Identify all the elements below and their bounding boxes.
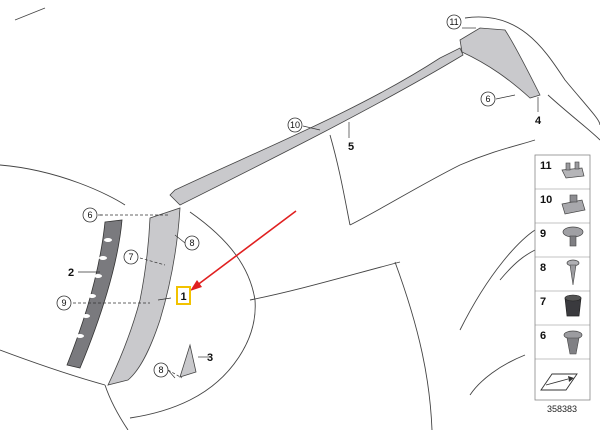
assembly-lines bbox=[73, 214, 183, 379]
callout-6-top-text: 6 bbox=[485, 94, 490, 104]
label-3: 3 bbox=[207, 352, 213, 364]
label-1: 1 bbox=[180, 291, 186, 303]
callout-7-text: 7 bbox=[128, 252, 133, 262]
callout-9: 9 bbox=[56, 295, 72, 311]
clip-11-icon bbox=[561, 161, 585, 179]
callout-10-text: 10 bbox=[290, 120, 300, 130]
legend-label-6: 6 bbox=[540, 330, 546, 342]
expanding-rivet-6-icon bbox=[563, 330, 583, 355]
highlighted-label-1: 1 bbox=[176, 286, 191, 305]
drawing-number: 358383 bbox=[547, 404, 577, 414]
legend-label-9: 9 bbox=[540, 228, 546, 240]
legend-label-7: 7 bbox=[540, 296, 546, 308]
clip-10-icon bbox=[561, 194, 586, 215]
callout-7: 7 bbox=[123, 249, 139, 265]
triangle-trim-part-3 bbox=[179, 343, 197, 378]
callout-6-left-text: 6 bbox=[87, 210, 92, 220]
callout-11-text: 11 bbox=[449, 17, 458, 27]
callout-9-text: 9 bbox=[61, 298, 66, 308]
grommet-7-icon bbox=[564, 294, 582, 317]
car-body-outline bbox=[0, 7, 600, 430]
callout-8-upper: 8 bbox=[184, 235, 200, 251]
red-pointer-arrow bbox=[190, 210, 297, 291]
push-rivet-9-icon bbox=[562, 226, 584, 247]
callout-8-upper-text: 8 bbox=[189, 238, 194, 248]
label-5: 5 bbox=[348, 141, 354, 153]
legend-label-8: 8 bbox=[540, 262, 546, 274]
leader-lines bbox=[78, 27, 539, 379]
label-2: 2 bbox=[68, 267, 74, 279]
callout-8-lower: 8 bbox=[153, 362, 169, 378]
screw-8-icon bbox=[566, 259, 580, 286]
callout-6-top: 6 bbox=[480, 91, 496, 107]
label-4: 4 bbox=[535, 115, 542, 127]
arrow-indicator-icon bbox=[540, 373, 578, 391]
legend-label-11: 11 bbox=[540, 160, 552, 172]
legend-label-10: 10 bbox=[540, 194, 552, 206]
callout-10: 10 bbox=[287, 117, 303, 133]
callout-6-left: 6 bbox=[82, 207, 98, 223]
bracket-part-2 bbox=[66, 219, 123, 369]
roof-moulding-part-5 bbox=[169, 27, 541, 206]
fastener-legend: 11 10 9 8 7 6 bbox=[534, 154, 591, 401]
callout-11: 11 bbox=[446, 14, 462, 30]
pillar-trim-part-1 bbox=[107, 207, 181, 386]
callout-8-lower-text: 8 bbox=[158, 365, 163, 375]
